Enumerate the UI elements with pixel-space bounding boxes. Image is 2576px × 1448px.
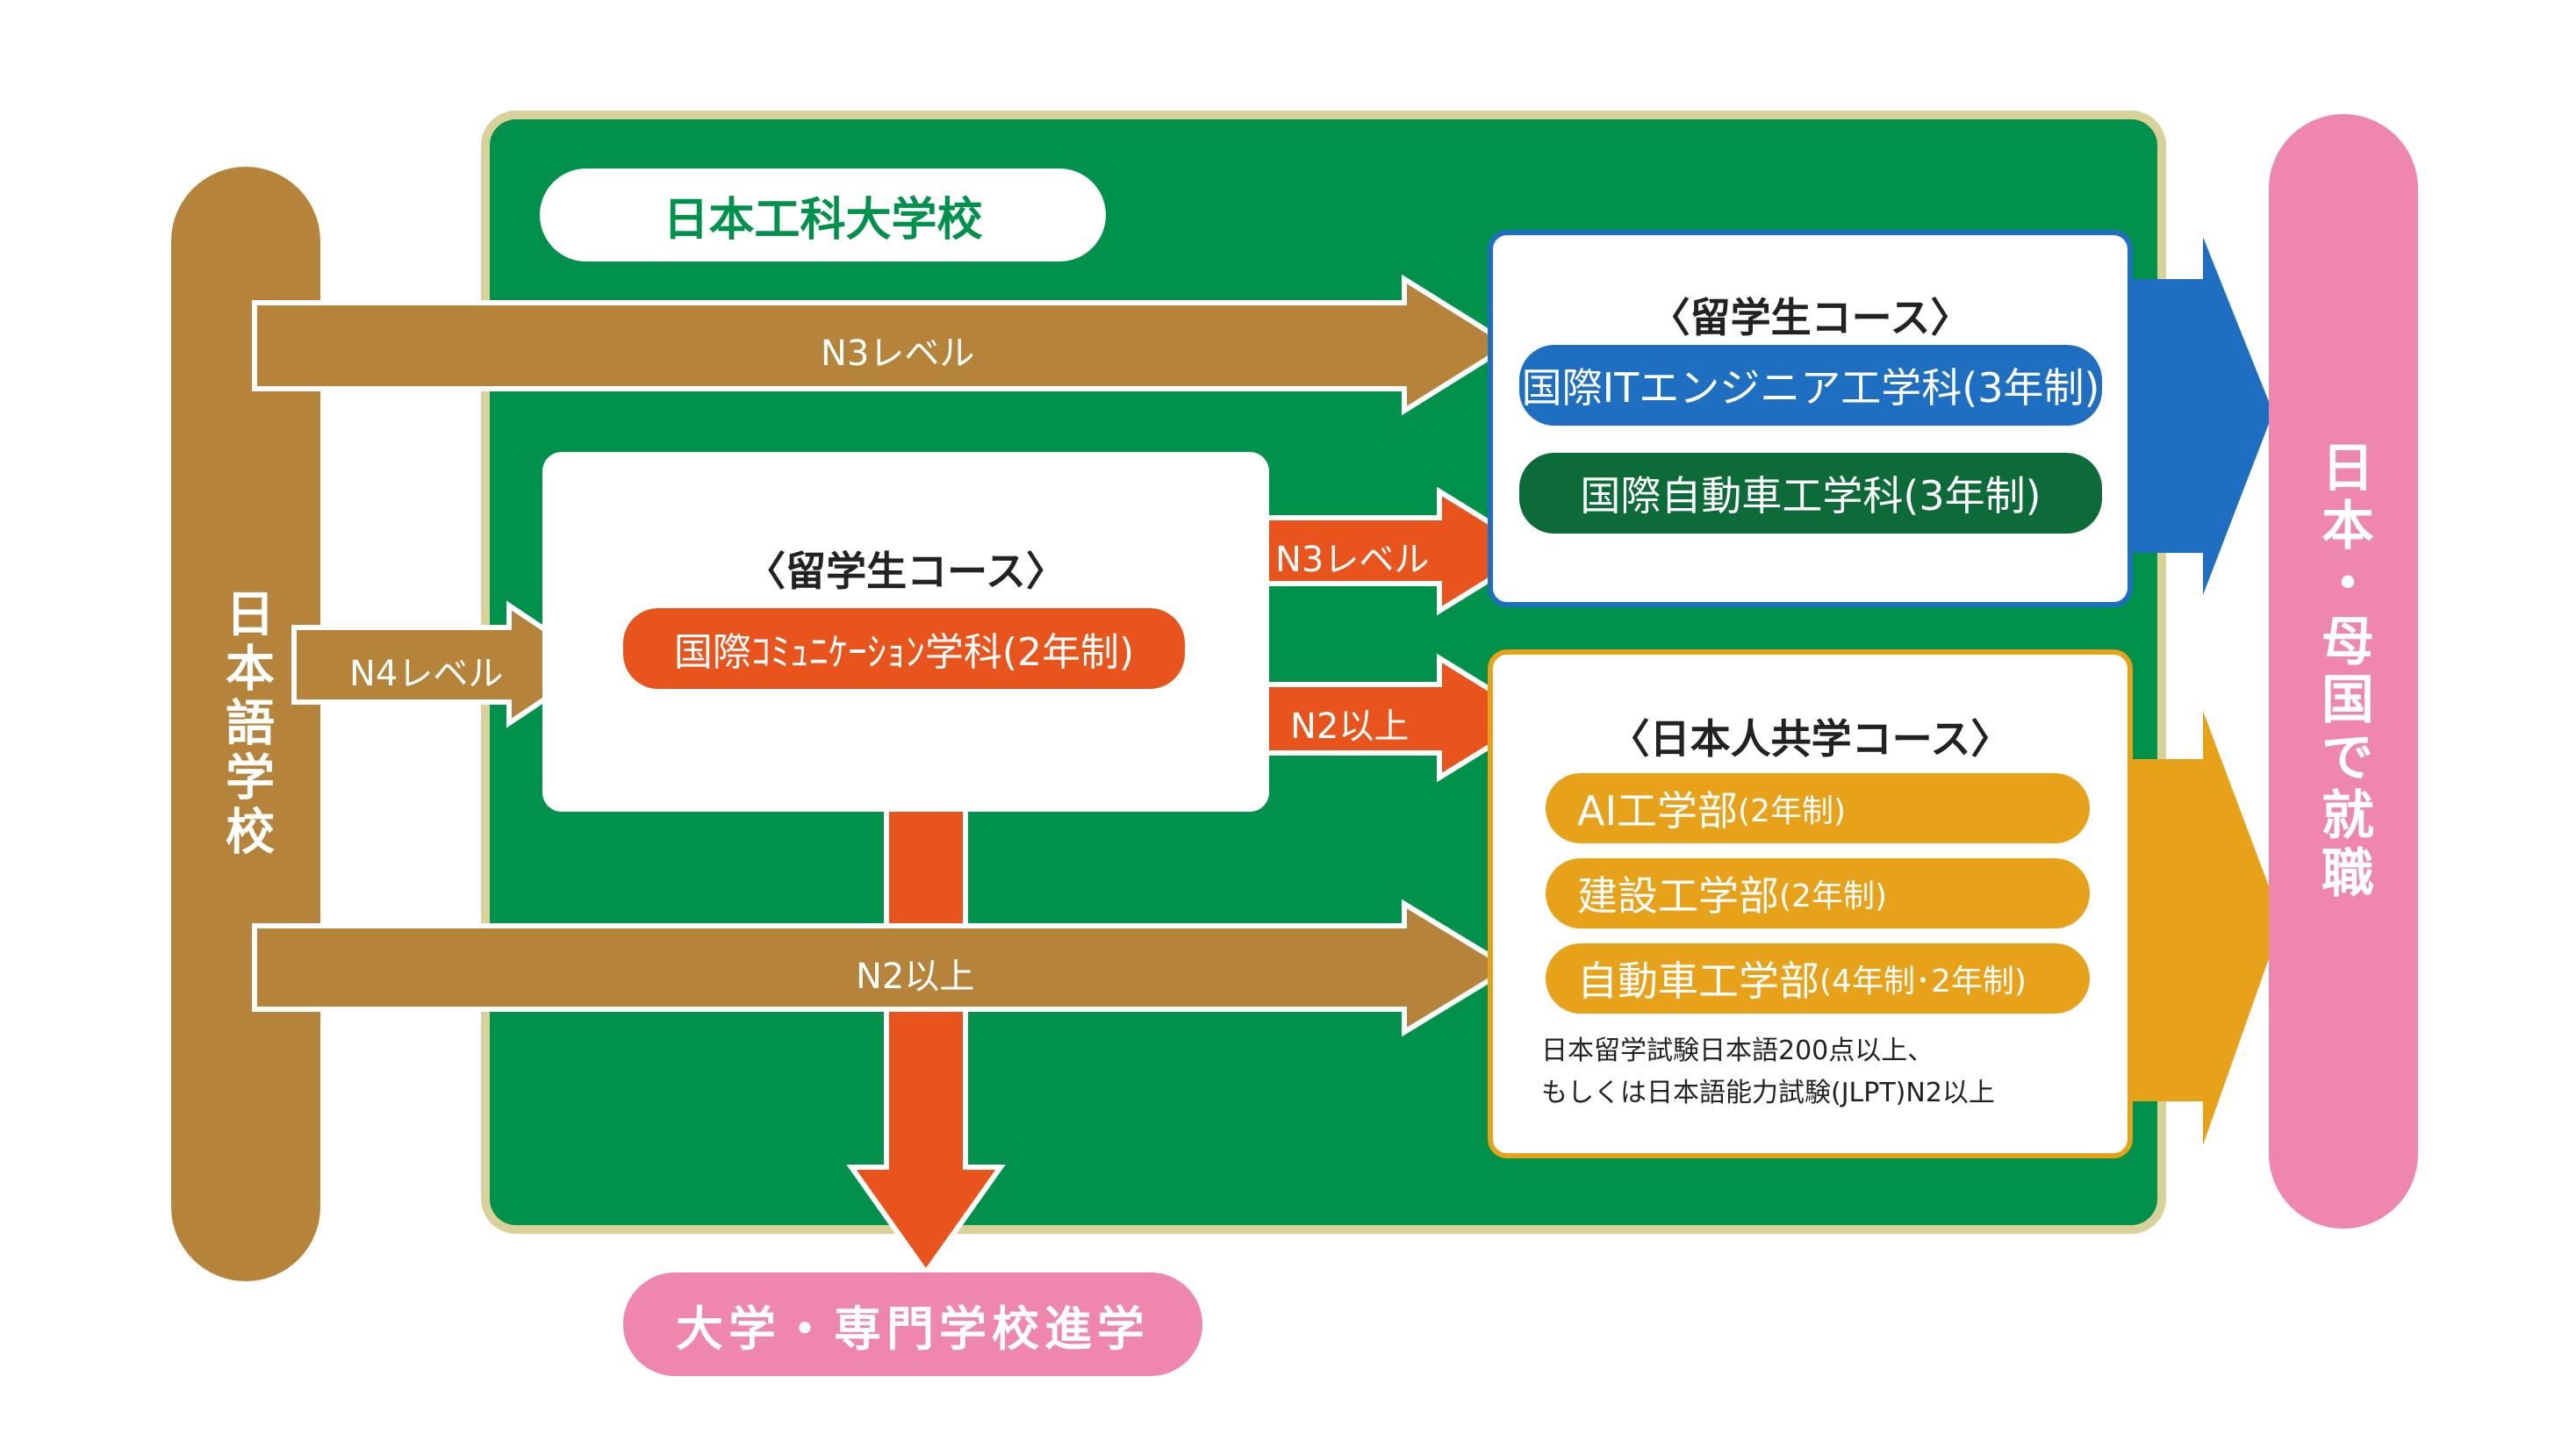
intl-engineering-box: 〈留学生コース〉 国際ITエンジニア工学科(3年制) 国際自動車工学科(3年制) <box>1488 230 2133 607</box>
blue-output-arrow <box>2106 237 2273 595</box>
intl-communication-program-label: 国際ｺﾐｭﾆｹｰｼｮﾝ学科(2年制) <box>673 630 1135 675</box>
intl-course-mid-title: 〈留学生コース〉 <box>745 548 1066 595</box>
requirement-line-2: もしくは日本語能力試験(JLPT)N2以上 <box>1541 1078 1995 1108</box>
automotive-engineering-program: 自動車工学部(4年制･2年制) <box>1546 943 2090 1014</box>
intl-communication-box: 〈留学生コース〉 国際ｺﾐｭﾆｹｰｼｮﾝ学科(2年制) <box>542 452 1269 812</box>
school-name-label: 日本工科大学校 <box>540 168 1106 262</box>
intl-it-engineering-program: 国際ITエンジニア工学科(3年制) <box>1519 345 2102 426</box>
joint-course-title: 〈日本人共学コース〉 <box>1609 715 2012 763</box>
top-n3-arrow <box>252 274 1515 416</box>
further-education-pill: 大学・専門学校進学 <box>623 1272 1202 1376</box>
automotive-engineering-term: (4年制･2年制) <box>1819 964 2027 1000</box>
requirement-line-1: 日本留学試験日本語200点以上、 <box>1541 1036 1934 1066</box>
intl-course-top-title: 〈留学生コース〉 <box>1649 294 1971 341</box>
construction-engineering-program: 建設工学部(2年制) <box>1546 858 2090 928</box>
japanese-school-label: 日本語学校 <box>217 588 275 860</box>
admission-requirement-note: 日本留学試験日本語200点以上、 もしくは日本語能力試験(JLPT)N2以上 <box>1541 1030 2120 1115</box>
construction-engineering-name: 建設工学部 <box>1577 872 1779 920</box>
further-education-label: 大学・専門学校進学 <box>676 1301 1150 1357</box>
automotive-engineering-name: 自動車工学部 <box>1577 957 1819 1005</box>
employment-pillar: 日本・母国で就職 <box>2269 114 2418 1229</box>
japanese-school-pillar: 日本語学校 <box>171 167 320 1281</box>
bottom-n2-arrow <box>252 899 1515 1037</box>
bottom-n2-arrow-label: N2以上 <box>856 957 975 997</box>
mid-n2-arrow-label: N2以上 <box>1290 706 1410 747</box>
yellow-output-arrow <box>2106 711 2282 1145</box>
n4-arrow-label: N4レベル <box>349 654 504 694</box>
ai-engineering-program: AI工学部(2年制) <box>1546 773 2090 843</box>
down-orange-arrow <box>846 770 1006 1278</box>
joint-course-box: 〈日本人共学コース〉 AI工学部(2年制) 建設工学部(2年制) 自動車工学部(… <box>1488 649 2133 1158</box>
top-n3-arrow-label: N3レベル <box>821 333 975 374</box>
mid-n3-arrow-label: N3レベル <box>1275 540 1430 580</box>
employment-label: 日本・母国で就職 <box>2312 440 2374 903</box>
intl-it-engineering-label: 国際ITエンジニア工学科(3年制) <box>1521 364 2100 412</box>
ai-engineering-term: (2年制) <box>1738 793 1847 829</box>
intl-automotive-program: 国際自動車工学科(3年制) <box>1519 453 2102 534</box>
intl-communication-program: 国際ｺﾐｭﾆｹｰｼｮﾝ学科(2年制) <box>623 608 1185 689</box>
construction-engineering-term: (2年制) <box>1779 878 1887 914</box>
intl-automotive-label: 国際自動車工学科(3年制) <box>1580 472 2041 520</box>
ai-engineering-name: AI工学部 <box>1577 787 1739 835</box>
